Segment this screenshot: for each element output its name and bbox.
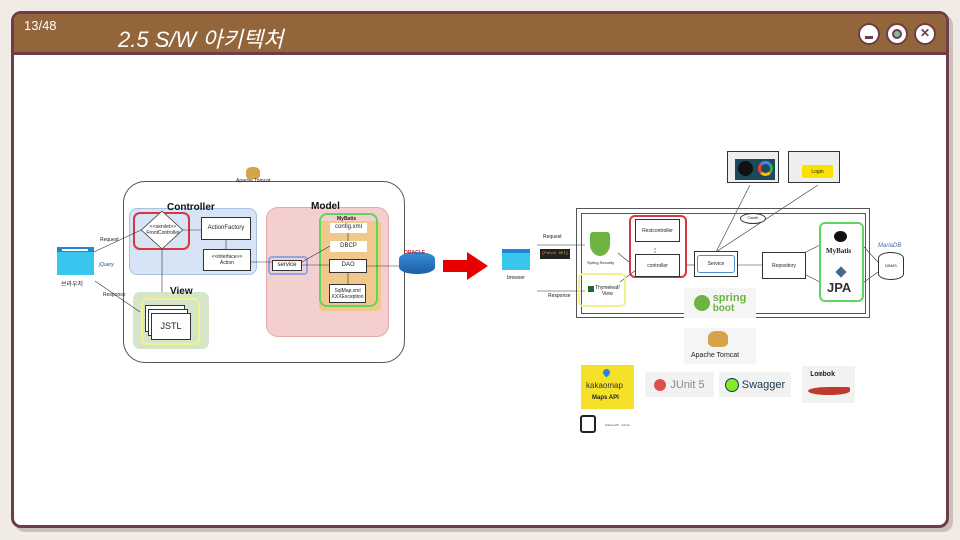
slide-title: 2.5 S/W 아키텍처: [118, 27, 284, 52]
lombok-logo: [802, 366, 855, 403]
browser-label-right: browser: [507, 275, 525, 281]
request-label-right: Request: [543, 234, 562, 240]
a-logo-icon: [738, 161, 753, 176]
controller-box-right: controller: [635, 254, 680, 277]
orm-highlight: [819, 222, 864, 302]
browser-label: 브라우저: [61, 282, 84, 288]
request-label: Request: [100, 237, 119, 243]
jstl-box: JSTL: [151, 313, 191, 340]
spring-security-label: Spring Security: [587, 260, 615, 265]
oracle-label: ORACLE: [404, 250, 426, 256]
swagger-icon: [724, 377, 739, 392]
apache-tomcat-label: Apache Tomcat: [691, 352, 740, 359]
spring-power-icon: [693, 295, 710, 311]
response-label: Response: [103, 292, 126, 298]
close-button[interactable]: [914, 23, 936, 45]
lombok-label: Lombok: [810, 371, 836, 379]
dao-box: DAO: [329, 259, 367, 273]
repository-box: Repository: [762, 252, 806, 279]
dbcp-box: DBCP: [330, 241, 367, 252]
swagger-logo: Swagger: [719, 372, 791, 397]
tomcat-label: Apache Tomcat: [236, 178, 271, 184]
dbms-cylinder: DBMS: [878, 252, 904, 280]
jpa-logo-text: JPA: [827, 280, 852, 295]
fetch-api-badge: {Fetch API}: [540, 249, 570, 259]
kakaomap-label: kakaomap: [586, 381, 623, 390]
restcontroller-box: Restcontroller: [635, 219, 680, 242]
page-number: 13/48: [24, 18, 57, 33]
spring-security-icon: [590, 232, 610, 256]
nodejs-caption: Kakao API · Admin: [605, 423, 631, 427]
boot-text: boot: [712, 302, 735, 314]
browser-icon-right: [502, 249, 530, 270]
title-bar: 13/48 2.5 S/W 아키텍처: [14, 14, 946, 55]
minimize-button[interactable]: [858, 23, 880, 45]
service-inner-box: Service: [697, 255, 735, 273]
controller-heading: Controller: [167, 202, 215, 213]
controller-highlight-right: [629, 215, 687, 278]
kakao-login-button: Login: [802, 165, 833, 178]
view-heading: View: [170, 286, 193, 297]
response-label-right: Response: [548, 293, 571, 299]
spring-text: spring: [712, 291, 747, 304]
junit-label: JUnit 5: [670, 378, 705, 391]
action-box: <<interface>> Action: [203, 249, 251, 271]
oracle-database-icon: [399, 252, 435, 274]
mybatis-label: MyBatis: [337, 216, 357, 222]
action-factory-box: ActionFactory: [201, 217, 251, 240]
mybatis-bird-icon: [834, 231, 847, 242]
thymeleaf-icon: [588, 286, 594, 292]
swagger-label: Swagger: [741, 378, 786, 391]
config-xml-box: config.xml: [330, 223, 367, 233]
jquery-label: jQuery: [99, 262, 114, 268]
chili-pepper-icon: [808, 387, 850, 395]
junit-logo: JUnit 5: [645, 372, 714, 397]
spring-boot-logo: spring boot: [684, 288, 756, 318]
browser-icon: [57, 247, 94, 275]
kakaomap-sub-label: Maps API: [592, 395, 619, 401]
google-g-icon: [758, 161, 773, 176]
sqlmap-box: SqlMap.xml XXXException: [329, 284, 366, 303]
tomcat-cat-icon: [708, 331, 728, 347]
tomcat-icon: [246, 167, 260, 179]
mariadb-label: MariaDB: [878, 243, 902, 249]
service-box: service: [272, 260, 302, 271]
front-controller: <<servlet>> FrontController: [146, 224, 180, 236]
mybatis-logo-text: MyBatis: [826, 247, 852, 255]
service-highlight: [268, 256, 308, 275]
oauth-cloud: Oauth: [740, 213, 766, 224]
browser-icon-bar: [62, 249, 88, 251]
maximize-button[interactable]: [886, 23, 908, 45]
model-heading: Model: [311, 201, 340, 212]
thymeleaf-view-label: Thymeleaf/ View: [595, 285, 620, 297]
junit-5-icon: [654, 378, 667, 391]
thymeleaf-highlight: [578, 273, 626, 307]
spring-boot-text: spring boot: [712, 291, 747, 314]
nodejs-hexagon-icon: [580, 415, 596, 433]
view-highlight: [141, 298, 200, 345]
